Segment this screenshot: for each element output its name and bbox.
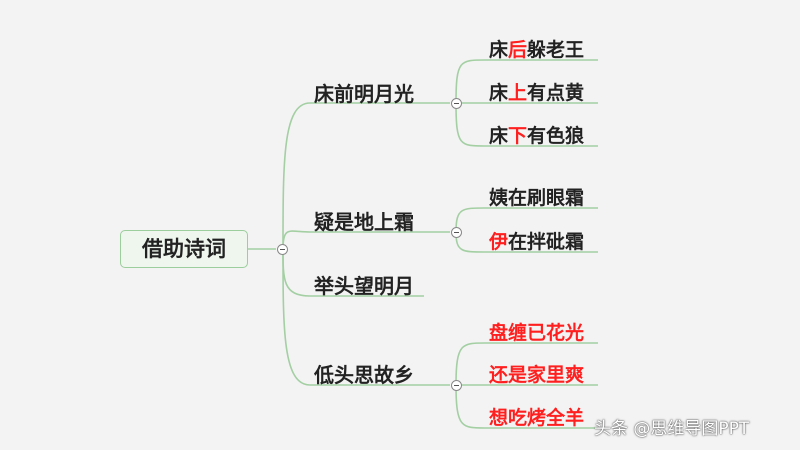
branch-label-1: 床前明月光 [314, 82, 414, 106]
branch-node-4[interactable]: 低头思故乡 [314, 359, 414, 388]
branch-1-collapse-button[interactable] [451, 98, 462, 109]
leaf-connector-1-1 [455, 59, 598, 104]
leaf-highlight: 下 [508, 125, 528, 147]
root-label: 借助诗词 [142, 237, 226, 261]
leaf-connector-2-1 [455, 207, 598, 233]
leaf-highlight: 伊 [489, 231, 509, 253]
leaf-connector-4-1 [455, 342, 598, 386]
leaf-node[interactable]: 床后躲老王 [489, 35, 584, 62]
branch-node-3[interactable]: 举头望明月 [314, 270, 414, 299]
branch-node-1[interactable]: 床前明月光 [314, 78, 414, 107]
branch-connector-1 [282, 102, 450, 250]
leaf-node[interactable]: 想吃烤全羊 [489, 403, 584, 430]
leaf-text: 躲老王 [527, 39, 585, 61]
leaf-text: 想吃烤全羊 [489, 407, 585, 429]
leaf-node[interactable]: 姨在刷眼霜 [489, 183, 584, 210]
branch-node-2[interactable]: 疑是地上霜 [314, 206, 414, 235]
leaf-text: 还是家里爽 [489, 364, 585, 386]
leaf-text: 姨在刷眼霜 [489, 187, 585, 209]
leaf-node[interactable]: 床下有色狼 [489, 121, 584, 148]
leaf-text: 床 [489, 82, 509, 104]
leaf-highlight: 上 [508, 82, 528, 104]
branch-label-2: 疑是地上霜 [314, 210, 414, 234]
branch-2-collapse-button[interactable] [451, 227, 462, 238]
root-collapse-button[interactable] [277, 244, 288, 255]
leaf-connector-1-3 [455, 102, 598, 147]
leaf-text: 床 [489, 125, 509, 147]
leaf-text: 在拌砒霜 [508, 231, 585, 253]
leaf-highlight: 后 [508, 39, 528, 61]
leaf-text: 有色狼 [527, 125, 585, 147]
watermark-text: 头条 @思维导图PPT [594, 419, 750, 439]
leaf-node[interactable]: 还是家里爽 [489, 360, 584, 387]
root-node[interactable]: 借助诗词 [120, 230, 248, 268]
branch-label-4: 低头思故乡 [314, 363, 414, 387]
leaf-text: 有点黄 [527, 82, 585, 104]
leaf-node[interactable]: 伊在拌砒霜 [489, 227, 584, 254]
leaf-text: 床 [489, 39, 509, 61]
branch-connector-4 [282, 248, 450, 386]
branch-label-3: 举头望明月 [314, 274, 414, 298]
leaf-text: 盘缠已花光 [489, 322, 585, 344]
leaf-node[interactable]: 盘缠已花光 [489, 318, 584, 345]
leaf-node[interactable]: 床上有点黄 [489, 78, 584, 105]
branch-4-collapse-button[interactable] [451, 380, 462, 391]
leaf-connector-4-3 [455, 384, 598, 429]
branch-connector-2 [282, 230, 450, 250]
